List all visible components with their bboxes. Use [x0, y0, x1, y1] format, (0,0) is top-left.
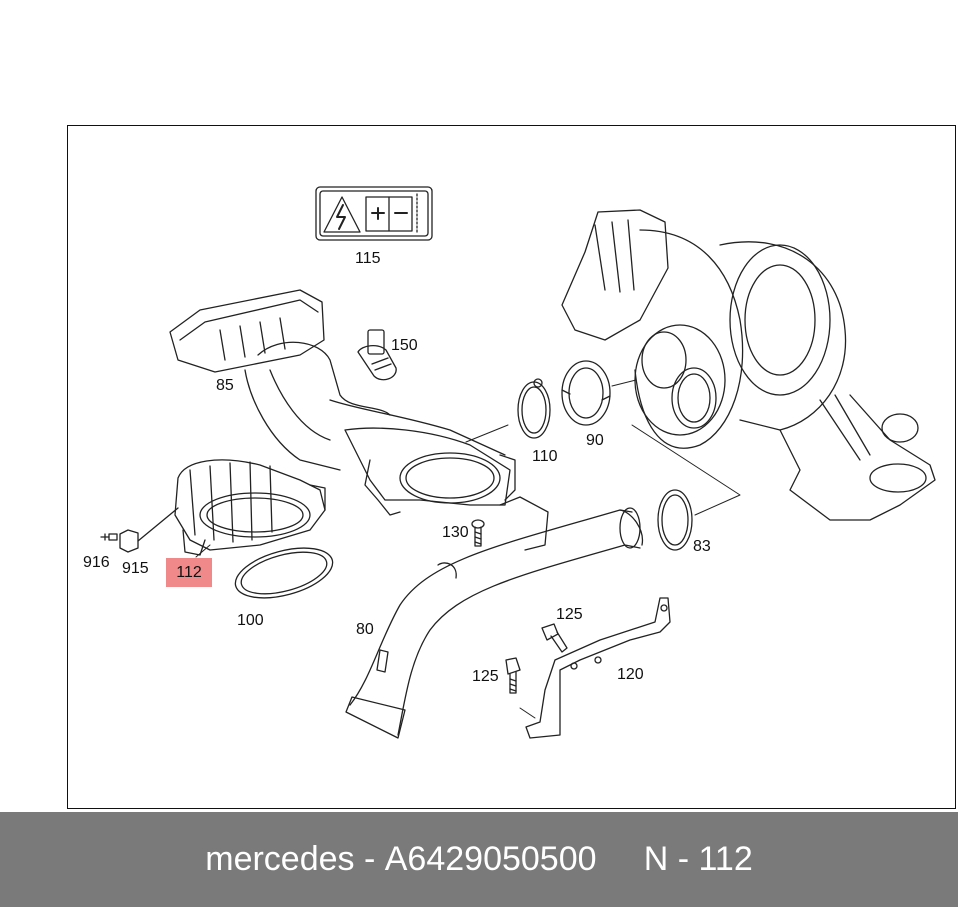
- bolt-lower: [505, 657, 521, 694]
- label-916: 916: [83, 554, 110, 571]
- brand-name: mercedes: [205, 840, 355, 878]
- bolt-upper: [541, 623, 568, 653]
- footer-bar: mercedes - A6429050500 N - 112: [0, 812, 958, 907]
- part-number: A6429050500: [384, 840, 597, 878]
- label-120: 120: [617, 666, 644, 683]
- label-115: 115: [355, 250, 381, 267]
- position-label: N - 112: [643, 840, 753, 878]
- air-duct: [169, 289, 516, 516]
- sensor-part: [357, 329, 397, 381]
- turbocharger: [561, 209, 936, 521]
- pipe-bracket: [525, 597, 671, 739]
- highlight-112: 112: [166, 558, 212, 587]
- diagram-frame: [67, 125, 956, 809]
- charge-pipe: [345, 496, 644, 739]
- warning-sticker: [315, 186, 433, 241]
- leader-lines: [195, 379, 741, 719]
- separator: -: [354, 840, 385, 878]
- label-110: 110: [532, 448, 558, 465]
- gap: [597, 840, 644, 879]
- o-ring: [657, 489, 693, 551]
- label-125-upper: 125: [556, 606, 583, 623]
- label-85: 85: [216, 377, 234, 394]
- label-125-lower: 125: [472, 668, 499, 685]
- label-80: 80: [356, 621, 374, 638]
- maf-housing: [174, 459, 326, 556]
- label-150: 150: [391, 337, 418, 354]
- flange-ring: [561, 360, 611, 426]
- screw-130: [471, 519, 485, 547]
- seal-ring: [234, 547, 334, 599]
- label-130: 130: [442, 524, 469, 541]
- label-90: 90: [586, 432, 604, 449]
- label-100: 100: [237, 612, 264, 629]
- hose-clamp: [517, 378, 551, 439]
- label-915: 915: [122, 560, 149, 577]
- connector-parts: [100, 507, 179, 553]
- label-83: 83: [693, 538, 711, 555]
